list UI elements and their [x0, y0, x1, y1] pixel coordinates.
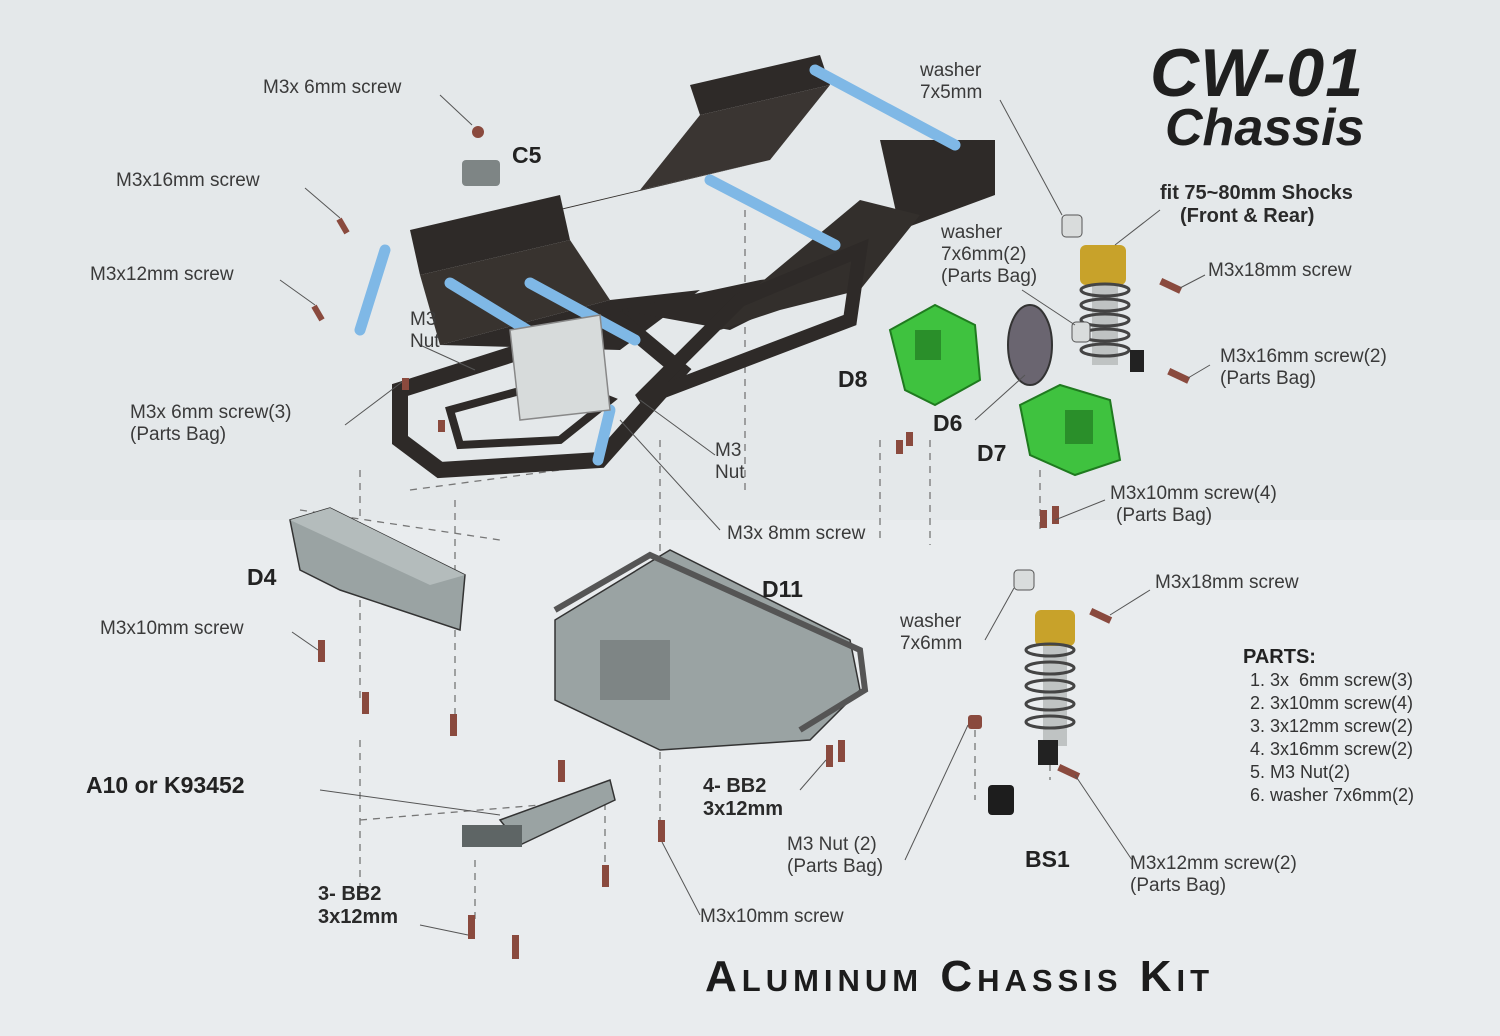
- bs1-part: [988, 785, 1014, 815]
- a10-arm: [462, 779, 616, 847]
- label-bb2-4-line1: 4- BB2: [703, 775, 767, 797]
- label-washer-7x6-line1: washer: [900, 611, 962, 632]
- part-code-a10: A10 or K93452: [86, 772, 245, 798]
- label-m3x6-top: M3x 6mm screw: [263, 77, 402, 98]
- label-m3x10-4-line2: (Parts Bag): [1116, 505, 1213, 526]
- d8-green-bracket: [888, 303, 982, 407]
- label-m3x10-4-line1: M3x10mm screw(4): [1110, 483, 1277, 504]
- label-m3x12-right-line1: M3x12mm screw(2): [1130, 853, 1297, 874]
- d6-plate: [1007, 304, 1053, 386]
- label-m3-nut-parts: M3 Nut (2) (Parts Bag): [787, 834, 883, 878]
- part-code-c5: C5: [512, 142, 542, 168]
- label-m3x6-parts-line2: (Parts Bag): [130, 424, 227, 445]
- screws: [311, 217, 1191, 959]
- parts-list: PARTS: 1. 3x 6mm screw(3) 2. 3x10mm scre…: [1243, 646, 1414, 807]
- rear-shock: [1013, 569, 1076, 765]
- title-line1: CW-01: [1150, 35, 1365, 111]
- label-m3-nut-1-line2: Nut: [410, 331, 440, 352]
- label-bb2-4-line2: 3x12mm: [703, 798, 784, 820]
- chassis-frame: [392, 55, 995, 479]
- d11-tray: [553, 549, 869, 751]
- label-m3x18-mid: M3x18mm screw: [1155, 572, 1299, 593]
- parts-list-item: 5. M3 Nut(2): [1250, 762, 1351, 782]
- label-m3-nut-parts-line1: M3 Nut (2): [787, 834, 877, 855]
- parts-list-item: 1. 3x 6mm screw(3): [1250, 670, 1414, 690]
- parts-list-title: PARTS:: [1243, 646, 1316, 668]
- label-washer-7x6-2-line1: washer: [941, 222, 1003, 243]
- label-bb2-3-line2: 3x12mm: [318, 906, 399, 928]
- part-code-d4: D4: [247, 564, 277, 590]
- label-m3x16-left: M3x16mm screw: [116, 170, 260, 191]
- label-m3x18-top: M3x18mm screw: [1208, 260, 1352, 281]
- label-m3x16-right-line1: M3x16mm screw(2): [1220, 346, 1387, 367]
- part-code-bs1: BS1: [1025, 846, 1070, 872]
- label-m3x12-right: M3x12mm screw(2) (Parts Bag): [1130, 853, 1297, 897]
- shocks-note: fit 75~80mm Shocks (Front & Rear): [1160, 182, 1353, 228]
- parts-list-item: 4. 3x16mm screw(2): [1250, 739, 1414, 759]
- label-m3-nut-2-line1: M3: [715, 440, 742, 461]
- label-washer-7x6: washer 7x6mm: [900, 611, 962, 655]
- leader-lines: [279, 94, 1211, 936]
- label-m3x12-left: M3x12mm screw: [90, 264, 234, 285]
- d7-green-bracket: [1018, 383, 1122, 477]
- parts-list-item: 3. 3x12mm screw(2): [1250, 716, 1414, 736]
- shocks-note-line1: fit 75~80mm Shocks: [1160, 182, 1353, 204]
- label-bb2-3-line1: 3- BB2: [318, 883, 382, 905]
- label-m3-nut-parts-line2: (Parts Bag): [787, 856, 884, 877]
- frame-skid-plate: [509, 314, 611, 421]
- label-m3-nut-2-line2: Nut: [715, 462, 745, 483]
- label-m3x12-right-line2: (Parts Bag): [1130, 875, 1227, 896]
- label-m3-nut-1-line1: M3: [410, 309, 437, 330]
- parts-list-item: 6. washer 7x6mm(2): [1250, 785, 1415, 805]
- label-washer-7x5-line1: washer: [920, 60, 982, 81]
- label-bb2-4: 4- BB2 3x12mm: [703, 775, 783, 821]
- part-code-d7: D7: [977, 440, 1007, 466]
- label-washer-7x6-2-line2: 7x6mm(2): [941, 244, 1027, 265]
- label-m3x6-parts-line1: M3x 6mm screw(3): [130, 402, 292, 423]
- label-washer-7x5-line2: 7x5mm: [920, 82, 983, 103]
- part-code-d11: D11: [762, 576, 803, 602]
- label-washer-7x6-2: washer 7x6mm(2) (Parts Bag): [941, 222, 1037, 288]
- parts-list-item: 2. 3x10mm screw(4): [1250, 693, 1414, 713]
- label-bb2-3: 3- BB2 3x12mm: [318, 883, 398, 929]
- label-m3x10-4: M3x10mm screw(4) (Parts Bag): [1110, 483, 1277, 527]
- footer-title: Aluminum Chassis Kit: [705, 952, 1215, 1001]
- d4-plate: [289, 507, 466, 632]
- label-m3x8: M3x 8mm screw: [727, 523, 866, 544]
- label-m3x16-right: M3x16mm screw(2) (Parts Bag): [1220, 346, 1387, 390]
- c5-part: [462, 126, 500, 186]
- part-code-d6: D6: [933, 410, 963, 436]
- label-m3x6-parts: M3x 6mm screw(3) (Parts Bag): [130, 402, 292, 446]
- label-m3-nut-2: M3 Nut: [715, 440, 745, 484]
- label-m3-nut-1: M3 Nut: [410, 309, 440, 353]
- shocks-note-line2: (Front & Rear): [1180, 205, 1315, 227]
- label-m3x10-bottom: M3x10mm screw: [700, 906, 844, 927]
- title-line2: Chassis: [1165, 99, 1365, 157]
- label-washer-7x6-2-line3: (Parts Bag): [941, 266, 1038, 287]
- front-shock: [1061, 214, 1144, 372]
- part-code-d8: D8: [838, 366, 868, 392]
- label-washer-7x5: washer 7x5mm: [920, 60, 982, 104]
- label-m3x10-left: M3x10mm screw: [100, 618, 244, 639]
- label-m3x16-right-line2: (Parts Bag): [1220, 368, 1317, 389]
- label-washer-7x6-line2: 7x6mm: [900, 633, 963, 654]
